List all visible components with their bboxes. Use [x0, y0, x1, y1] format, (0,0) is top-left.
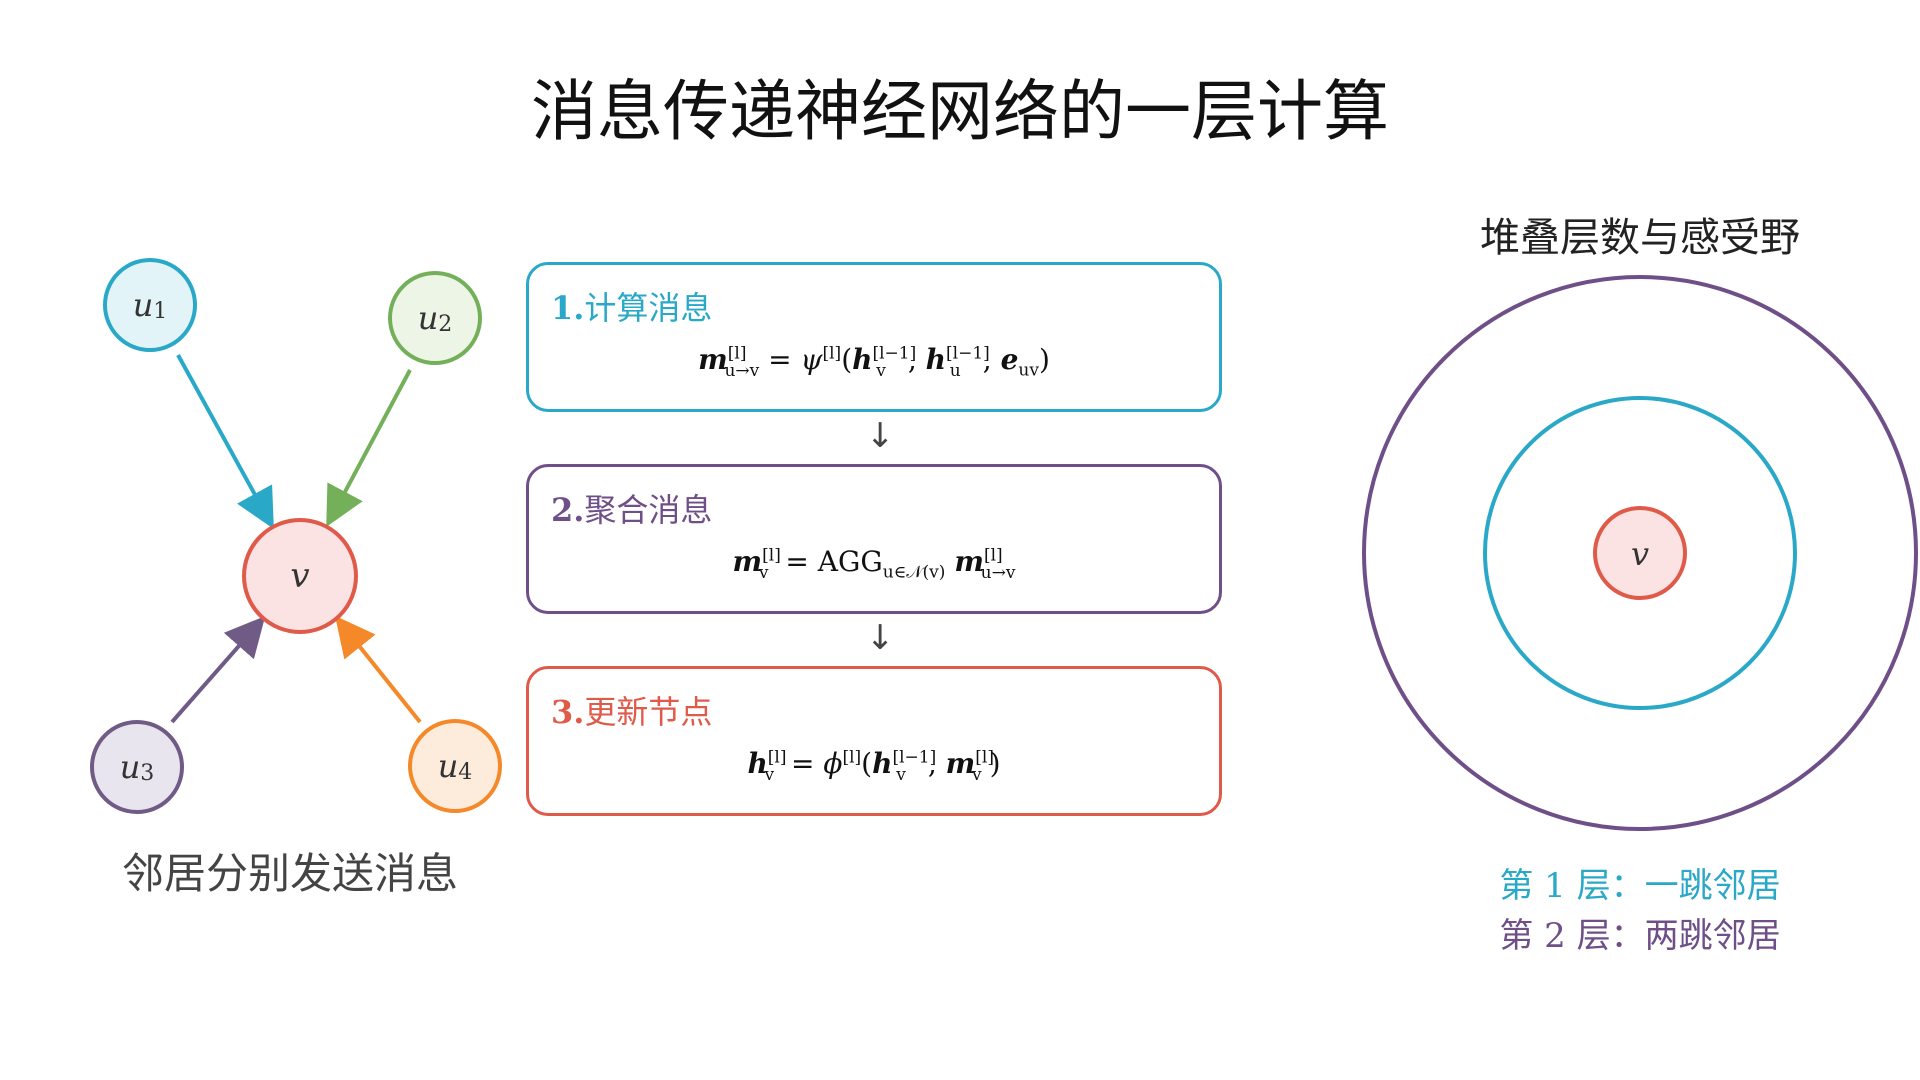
step-aggregate-message: 2.聚合消息 m[l]v = AGGu∈𝒩(v) m[l]u→v	[526, 464, 1222, 614]
node-label: u	[437, 747, 459, 785]
center-node-label: v	[1631, 535, 1649, 573]
node-label: u	[417, 299, 439, 337]
hop-1-ring	[1483, 396, 1797, 710]
arrow-u1-to-v	[176, 354, 274, 530]
left-caption: 邻居分别发送消息	[121, 849, 458, 898]
arrow-u2-to-v	[326, 369, 412, 528]
node-label: v	[290, 556, 310, 596]
step-label: 聚合消息	[584, 491, 713, 529]
step-update-node: 3.更新节点 h[l]v = ϕ[l](h[l−1]v, m[l]v)	[526, 666, 1222, 816]
legend-hop-2: 第 2 层：两跳邻居	[1499, 916, 1781, 956]
step-title: 1.计算消息	[551, 283, 712, 329]
center-node-v-ring	[1593, 506, 1687, 600]
node-subscript: 4	[458, 759, 473, 785]
formula-aggregate: m[l]v = AGGu∈𝒩(v) m[l]u→v	[732, 545, 1016, 583]
legend-hop-1: 第 1 层：一跳邻居	[1499, 866, 1781, 906]
node-subscript: 2	[438, 311, 453, 337]
step-label: 更新节点	[584, 693, 713, 731]
step-number: 2.	[551, 491, 585, 529]
step-number: 1.	[551, 289, 585, 327]
node-label: u	[119, 748, 141, 786]
hop-2-ring	[1362, 275, 1918, 831]
arrow-u4-to-v	[335, 615, 422, 724]
step-title: 2.聚合消息	[551, 485, 712, 531]
node-subscript: 1	[153, 298, 168, 324]
node-subscript: 3	[140, 760, 155, 786]
down-arrow-icon: ↓	[866, 416, 895, 456]
center-node-v: v	[242, 518, 358, 634]
formula-update: h[l]v = ϕ[l](h[l−1]v, m[l]v)	[747, 747, 1001, 785]
step-number: 3.	[551, 693, 585, 731]
arrow-u3-to-v	[170, 615, 266, 724]
step-label: 计算消息	[584, 289, 713, 327]
page-title: 消息传递神经网络的一层计算	[531, 73, 1389, 150]
node-label: u	[132, 286, 154, 324]
receptive-field-title: 堆叠层数与感受野	[1480, 215, 1800, 261]
formula-message: m[l]u→v = ψ[l](h[l−1]v, h[l−1]u, euv)	[698, 343, 1050, 381]
receptive-field-diagram: v	[1362, 275, 1918, 831]
step-compute-message: 1.计算消息 m[l]u→v = ψ[l](h[l−1]v, h[l−1]u, …	[526, 262, 1222, 412]
down-arrow-icon: ↓	[866, 618, 895, 658]
step-title: 3.更新节点	[551, 687, 712, 733]
